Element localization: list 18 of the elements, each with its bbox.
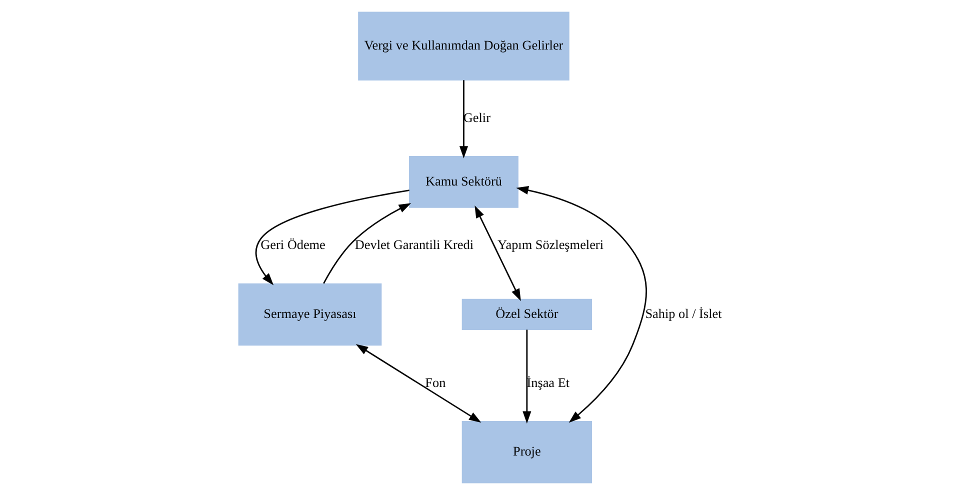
edge-label: Devlet Garantili Kredi [354,237,474,252]
edge-label: İnşaa Et [526,374,570,390]
arrow [459,80,468,158]
edge-label: Sahip ol / İslet [645,306,722,321]
arrow [474,206,521,302]
node-box: Kamu Sektörü [409,156,518,208]
edge-label: Geri Ödeme [260,237,326,252]
edge-label: Fon [425,374,446,390]
arrow [323,203,412,284]
node-box: Proje [462,421,592,484]
arrow [516,186,647,423]
node-box: Vergi ve Kullanımdan Doğan Gelirler [358,12,570,81]
arrow [522,330,532,424]
arrow [255,190,410,286]
node-box: Sermaye Piyasası [238,283,382,346]
edge-label: Yapım Sözleşmeleri [498,237,604,252]
node-box: Özel Sektör [462,298,592,330]
arrow [356,344,482,423]
